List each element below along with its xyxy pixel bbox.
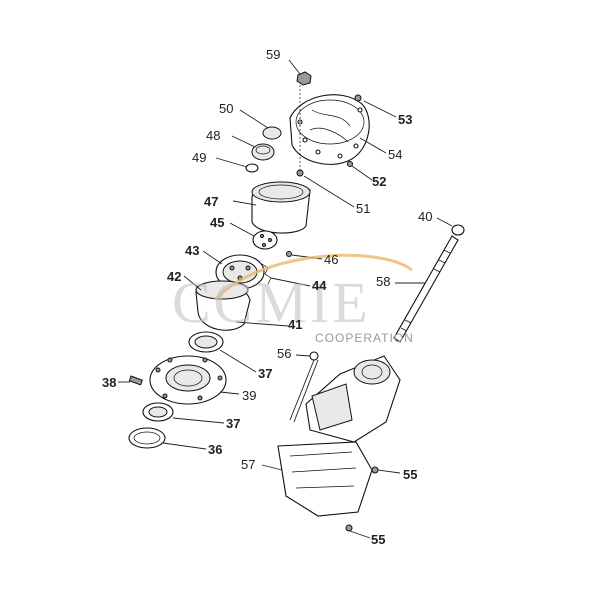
label-44: 44: [312, 278, 327, 293]
label-47: 47: [204, 194, 218, 209]
part-56-bolt: [289, 351, 319, 423]
part-48-bearing: [251, 143, 275, 161]
label-59: 59: [266, 47, 280, 62]
part-43-gear: [215, 254, 272, 290]
label-50: 50: [219, 101, 233, 116]
label-38: 38: [102, 375, 116, 390]
part-44-spring: [261, 263, 272, 285]
part-53-bolt: [354, 94, 362, 102]
label-53: 53: [398, 112, 412, 127]
label-57: 57: [241, 457, 255, 472]
label-51: 51: [356, 201, 370, 216]
label-36: 36: [208, 442, 222, 457]
part-38-bolt: [128, 375, 143, 386]
watermark-sub: COOPERATION: [315, 331, 414, 345]
label-43: 43: [185, 243, 199, 258]
part-55-bolt-lower: [345, 524, 353, 532]
watermark-brand: CCMIE: [172, 270, 371, 335]
part-47-ring-gear: [251, 181, 311, 234]
bearing-stack: [245, 126, 282, 173]
part-52-pin: [347, 161, 353, 167]
part-50-bearing: [262, 126, 282, 140]
part-46-pin: [286, 251, 292, 257]
label-37-lower: 37: [226, 416, 240, 431]
label-54: 54: [388, 147, 402, 162]
part-59-nut: [296, 71, 312, 86]
leader-lines: [118, 59, 453, 539]
label-46: 46: [324, 252, 338, 267]
label-55-upper: 55: [403, 467, 417, 482]
watermark: CCMIE COOPERATION: [172, 253, 414, 345]
part-42-shell: [195, 280, 251, 331]
label-58: 58: [376, 274, 390, 289]
part-49-ring: [245, 163, 259, 173]
part-37-seal-lower: [142, 402, 174, 422]
top-cover-assembly: [289, 71, 370, 177]
label-42: 42: [167, 269, 181, 284]
label-52: 52: [372, 174, 386, 189]
label-37-upper: 37: [258, 366, 272, 381]
label-56: 56: [277, 346, 291, 361]
part-58-shaft: [393, 235, 459, 343]
label-45: 45: [210, 215, 224, 230]
label-48: 48: [206, 128, 220, 143]
part-labels: 59 50 53 48 54 49 52 47 51 45 40 46 43 5…: [102, 47, 432, 547]
part-37-seal-upper: [188, 331, 224, 353]
label-40: 40: [418, 209, 432, 224]
part-45-carrier: [252, 230, 278, 250]
label-49: 49: [192, 150, 206, 165]
label-55-lower: 55: [371, 532, 385, 547]
part-54-cover: [289, 94, 370, 165]
part-55-bolt-upper: [371, 466, 379, 474]
part-40-nut: [451, 224, 465, 236]
part-57-housing: [277, 355, 401, 517]
part-39-flange: [149, 355, 227, 405]
part-36-oring: [128, 427, 166, 449]
label-41: 41: [288, 317, 302, 332]
label-39: 39: [242, 388, 256, 403]
